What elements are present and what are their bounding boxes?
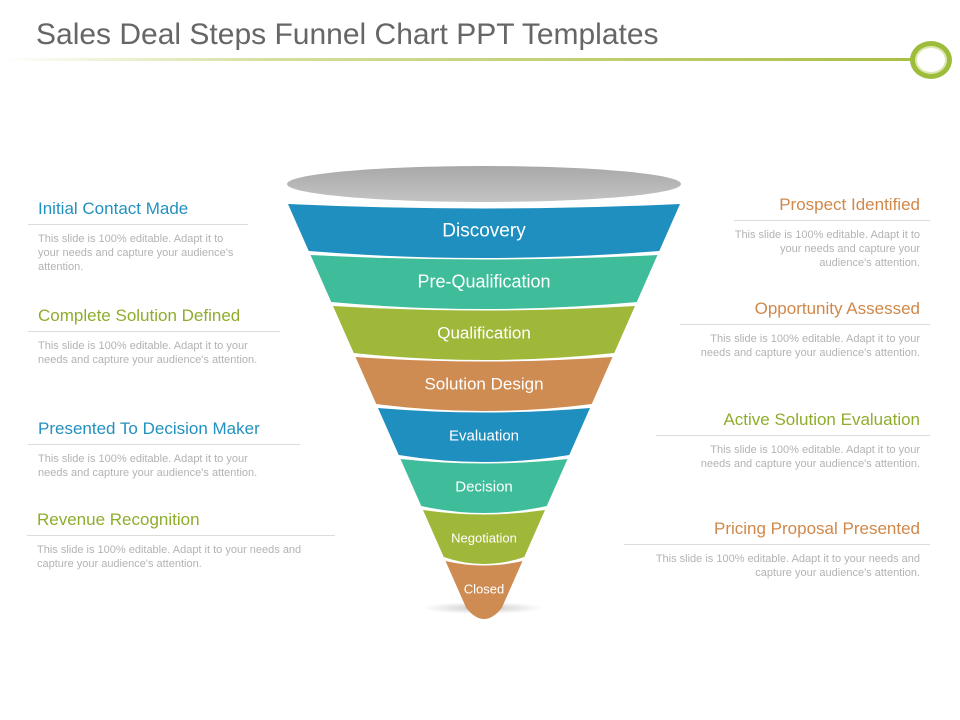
title-underline [0, 58, 918, 61]
right-item-desc: This slide is 100% editable. Adapt it to… [655, 553, 920, 579]
funnel-stage-label: Pre-Qualification [417, 272, 550, 292]
funnel-segment-1 [288, 204, 680, 258]
funnel-stage-label: Decision [455, 479, 513, 496]
funnel-segment-6 [400, 459, 568, 513]
right-item-3: Active Solution Evaluation This slide is… [656, 410, 930, 471]
title-ring-ornament [910, 41, 952, 79]
funnel-segment-8 [445, 561, 523, 619]
funnel-segment-4 [355, 357, 613, 411]
funnel-segments: DiscoveryPre-QualificationQualificationS… [288, 204, 680, 619]
right-item-1: Prospect Identified This slide is 100% e… [734, 195, 930, 270]
page-title: Sales Deal Steps Funnel Chart PPT Templa… [36, 18, 659, 51]
right-item-heading: Pricing Proposal Presented [624, 519, 930, 545]
left-item-1: Initial Contact Made This slide is 100% … [28, 199, 248, 274]
left-item-3: Presented To Decision Maker This slide i… [28, 419, 300, 480]
right-item-4: Pricing Proposal Presented This slide is… [624, 519, 930, 580]
funnel-stage-label: Discovery [442, 221, 526, 242]
left-item-4: Revenue Recognition This slide is 100% e… [27, 510, 335, 571]
funnel-segment-7 [423, 510, 545, 564]
left-item-heading: Revenue Recognition [27, 510, 335, 536]
left-item-heading: Initial Contact Made [28, 199, 248, 225]
left-item-2: Complete Solution Defined This slide is … [28, 306, 280, 367]
funnel-stage-label: Qualification [437, 324, 531, 343]
funnel-segment-2 [310, 255, 658, 309]
funnel-rim [287, 166, 681, 202]
left-item-desc: This slide is 100% editable. Adapt it to… [38, 453, 258, 479]
right-item-heading: Prospect Identified [734, 195, 930, 221]
left-item-desc: This slide is 100% editable. Adapt it to… [37, 544, 302, 570]
funnel-stage-label: Closed [464, 582, 504, 597]
funnel-stage-label: Negotiation [451, 531, 517, 546]
right-item-desc: This slide is 100% editable. Adapt it to… [734, 229, 920, 269]
funnel-segment-3 [333, 306, 635, 360]
funnel-stage-label: Solution Design [424, 375, 543, 394]
left-item-desc: This slide is 100% editable. Adapt it to… [38, 340, 258, 366]
right-item-desc: This slide is 100% editable. Adapt it to… [700, 444, 920, 470]
right-item-heading: Opportunity Assessed [680, 299, 930, 325]
right-item-desc: This slide is 100% editable. Adapt it to… [700, 333, 920, 359]
left-item-desc: This slide is 100% editable. Adapt it to… [38, 233, 234, 273]
funnel-stage-label: Evaluation [449, 428, 519, 445]
funnel-segment-5 [378, 408, 590, 462]
left-item-heading: Presented To Decision Maker [28, 419, 300, 445]
right-item-heading: Active Solution Evaluation [656, 410, 930, 436]
right-item-2: Opportunity Assessed This slide is 100% … [680, 299, 930, 360]
left-item-heading: Complete Solution Defined [28, 306, 280, 332]
